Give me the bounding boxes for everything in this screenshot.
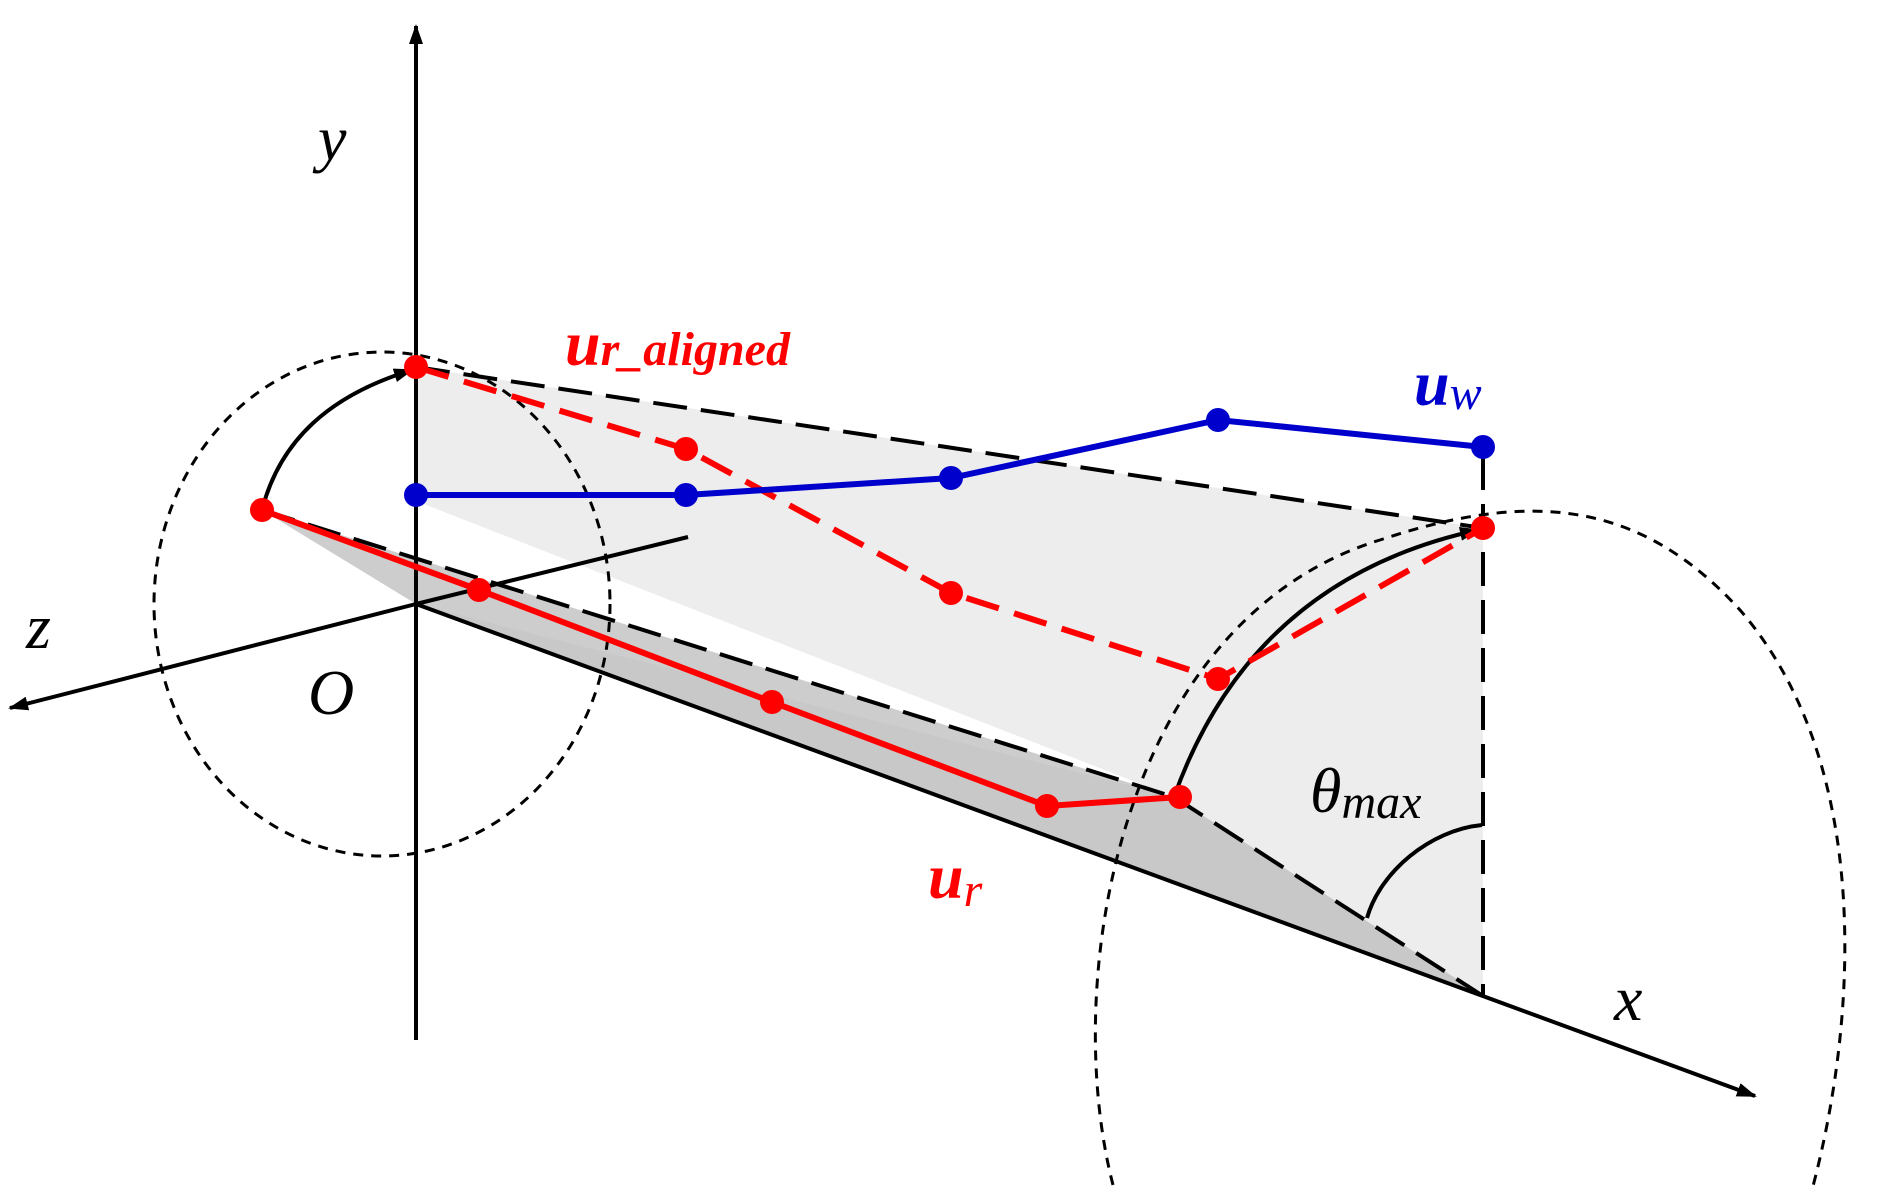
ur-label: ur bbox=[928, 841, 983, 917]
uw-point bbox=[939, 466, 963, 490]
ur-point bbox=[467, 578, 491, 602]
theta-max-arc bbox=[1365, 823, 1483, 919]
ur-aligned-point bbox=[674, 437, 698, 461]
rotation-arc-left bbox=[260, 368, 414, 511]
z-axis-label: z bbox=[25, 591, 51, 662]
rotation-arc-right bbox=[1172, 526, 1480, 798]
ur-point bbox=[760, 690, 784, 714]
uw-points bbox=[404, 408, 1495, 507]
dashed-top-edge bbox=[415, 365, 1484, 530]
rotation-circle-left bbox=[152, 350, 612, 858]
uw-label: uw bbox=[1414, 348, 1482, 420]
ur-aligned-point bbox=[1471, 516, 1495, 540]
theta-max-label: θmax bbox=[1310, 755, 1421, 829]
ur-aligned-point bbox=[404, 355, 428, 379]
ur-point bbox=[250, 498, 274, 522]
origin-label: O bbox=[308, 657, 354, 728]
x-axis bbox=[415, 602, 1757, 1098]
ur-points bbox=[250, 498, 1192, 818]
ur-aligned-label: ur_aligned bbox=[565, 308, 791, 379]
ur-aligned-point bbox=[939, 581, 963, 605]
uw-point bbox=[1206, 408, 1230, 432]
uw-point bbox=[674, 483, 698, 507]
rotation-circle-right bbox=[1093, 509, 1847, 1191]
z-axis-back bbox=[415, 535, 689, 606]
x-axis-label: x bbox=[1613, 963, 1642, 1034]
ur-aligned-point bbox=[1206, 667, 1230, 691]
ur-aligned-points bbox=[404, 355, 1495, 691]
light-shaded-plane bbox=[416, 367, 1483, 996]
z-axis bbox=[8, 602, 417, 711]
y-axis-label: y bbox=[312, 103, 347, 174]
uw-point bbox=[404, 483, 428, 507]
uw-point bbox=[1471, 435, 1495, 459]
dashed-wedge-edge bbox=[1172, 795, 1485, 998]
dark-shaded-wedge bbox=[262, 510, 1483, 996]
ur-point bbox=[1168, 785, 1192, 809]
ur-point bbox=[1035, 794, 1059, 818]
